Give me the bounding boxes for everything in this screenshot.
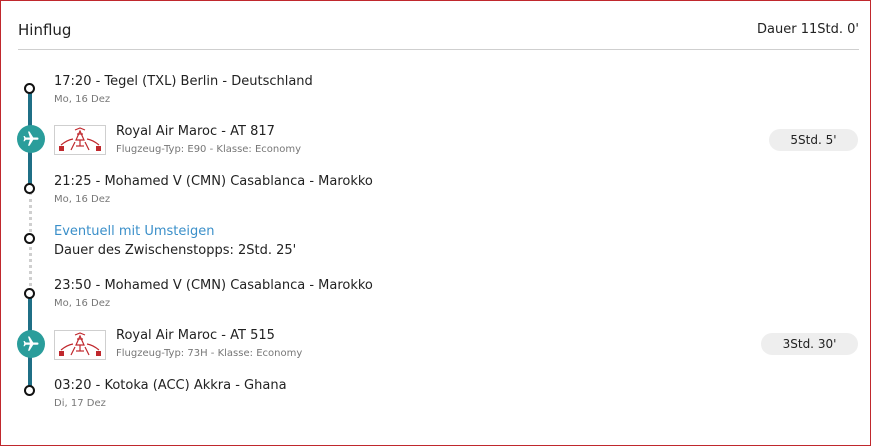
stop-airport: Mohamed V: [104, 278, 182, 293]
flight-meta: Flugzeug-Typ: E90 - Klasse: Economy: [116, 144, 302, 155]
stop-node: [23, 287, 35, 299]
airplane-icon: [17, 330, 45, 358]
layover-duration: Dauer des Zwischenstopps: 2Std. 25': [54, 243, 297, 258]
stop-node: [23, 82, 35, 94]
stop-date: Mo, 16 Dez: [54, 298, 111, 309]
stop-code: (CMN): [185, 278, 227, 293]
stop-location: Casablanca - Marokko: [230, 278, 373, 293]
aircraft-label: Flugzeug-Typ:: [116, 348, 185, 359]
airplane-icon: [17, 125, 45, 153]
stop-arrival: 03:20 - Kotoka (ACC) Akkra - Ghana: [54, 378, 287, 393]
royal-air-maroc-logo: [54, 125, 106, 155]
stop-location: Casablanca - Marokko: [230, 174, 373, 189]
aircraft-type: E90: [187, 144, 207, 155]
stop-departure: 17:20 - Tegel (TXL) Berlin - Deutschland: [54, 74, 313, 89]
aircraft-type: 73H: [187, 348, 208, 359]
stop-departure: 23:50 - Mohamed V (CMN) Casablanca - Mar…: [54, 278, 373, 293]
flight-name: Royal Air Maroc - AT 817: [116, 124, 275, 139]
royal-air-maroc-logo: [54, 330, 106, 360]
stop-airport: Mohamed V: [104, 174, 182, 189]
flight-number: AT 817: [230, 124, 275, 139]
class-label: Klasse:: [217, 348, 253, 359]
stop-date: Mo, 16 Dez: [54, 94, 111, 105]
stop-date: Mo, 16 Dez: [54, 194, 111, 205]
stop-airport: Kotoka: [104, 378, 149, 393]
stop-time: 21:25: [54, 174, 92, 189]
stop-code: (CMN): [185, 174, 227, 189]
layover-link[interactable]: Eventuell mit Umsteigen: [54, 224, 215, 239]
total-duration: Dauer 11Std. 0': [757, 22, 859, 37]
stop-time: 03:20: [54, 378, 92, 393]
card-header: Hinflug Dauer 11Std. 0': [18, 1, 859, 50]
cabin-class: Economy: [254, 144, 302, 155]
stop-time: 17:20: [54, 74, 92, 89]
cabin-class: Economy: [256, 348, 303, 359]
stop-date: Di, 17 Dez: [54, 398, 106, 409]
flight-name: Royal Air Maroc - AT 515: [116, 328, 275, 343]
stop-time: 23:50: [54, 278, 92, 293]
stop-code: (ACC): [152, 378, 190, 393]
airline-name: Royal Air Maroc: [116, 328, 218, 343]
flight-meta: Flugzeug-Typ: 73H - Klasse: Economy: [116, 348, 303, 359]
aircraft-label: Flugzeug-Typ:: [116, 144, 185, 155]
stop-airport: Tegel: [104, 74, 139, 89]
page-title: Hinflug: [18, 21, 72, 39]
flight-duration-badge: 3Std. 30': [761, 333, 858, 355]
stop-code: (TXL): [142, 74, 177, 89]
stop-location: Berlin - Deutschland: [180, 74, 313, 89]
stop-node: [23, 384, 35, 396]
airline-name: Royal Air Maroc: [116, 124, 218, 139]
stop-node: [23, 182, 35, 194]
flight-duration-badge: 5Std. 5': [769, 129, 858, 151]
class-label: Klasse:: [216, 144, 252, 155]
stop-arrival: 21:25 - Mohamed V (CMN) Casablanca - Mar…: [54, 174, 373, 189]
layover-node: [23, 232, 35, 244]
flight-number: AT 515: [230, 328, 275, 343]
stop-location: Akkra - Ghana: [193, 378, 287, 393]
